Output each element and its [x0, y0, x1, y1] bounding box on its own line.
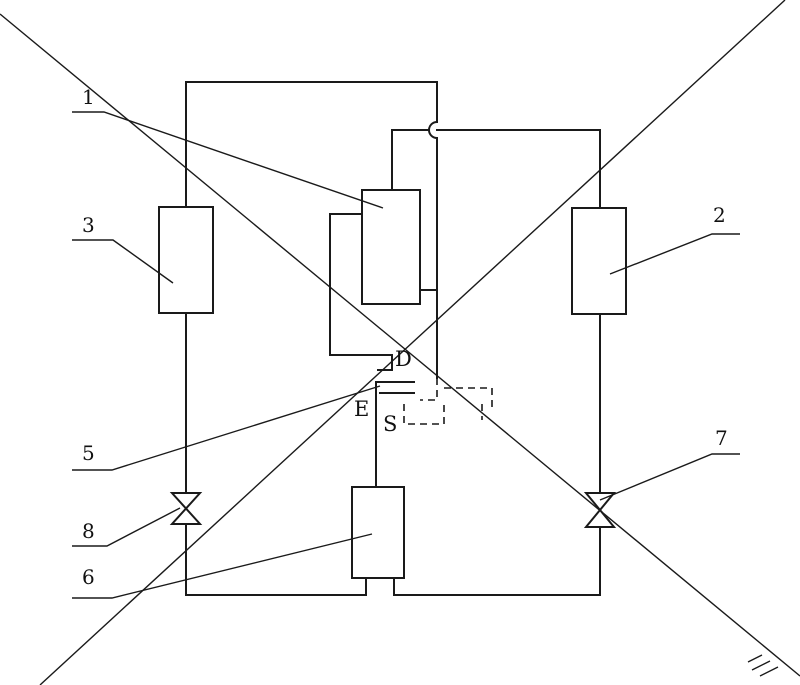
label-3: 3: [82, 213, 95, 237]
label-2: 2: [713, 203, 726, 227]
label-6: 6: [82, 565, 95, 589]
leader-line-6: [72, 533, 373, 599]
label-8: 8: [82, 519, 95, 543]
pin-e: E: [354, 397, 369, 421]
dashed-outline-left: [403, 404, 445, 425]
component-1-box: [361, 189, 421, 305]
dashed-outline-right: [444, 387, 493, 412]
cross-line-a: [0, 13, 800, 677]
pin-s: S: [383, 412, 397, 436]
label-5: 5: [82, 441, 95, 465]
label-1: 1: [82, 85, 95, 109]
leader-line-5: [72, 385, 381, 471]
leader-line-3: [72, 239, 174, 284]
component-2-box: [571, 207, 627, 315]
label-7: 7: [715, 426, 728, 450]
component-1-drain-wire: [329, 213, 393, 371]
component-6-box: [351, 486, 405, 579]
dashed-link: [420, 378, 438, 401]
leader-line-1: [72, 111, 384, 209]
leader-line-8: [72, 507, 181, 547]
central-vertical-wire: [428, 109, 438, 379]
pin-d: D: [395, 347, 412, 371]
component-3-box: [158, 206, 214, 314]
right-circuit-wire: [393, 129, 601, 596]
component-1-top-wire: [391, 129, 430, 191]
leader-line-7: [599, 453, 740, 501]
valve-8-icon: [169, 492, 203, 525]
scan-marks: [747, 654, 779, 677]
left-circuit-wire: [185, 81, 438, 596]
cross-line-b: [39, 0, 786, 685]
leader-line-2: [609, 233, 740, 275]
valve-7-icon: [583, 492, 617, 528]
